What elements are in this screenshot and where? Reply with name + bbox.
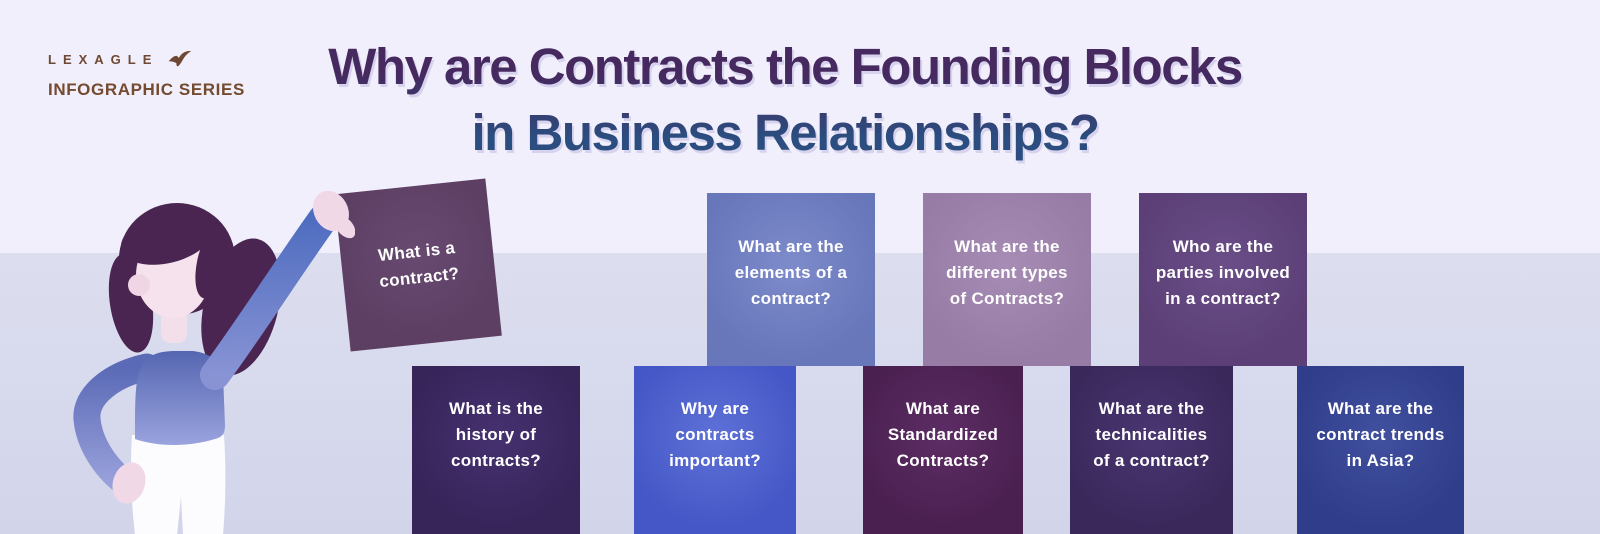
bent-arm [73, 353, 161, 495]
card-different-types: What are the different types of Contract… [923, 193, 1091, 366]
card-parties-involved: Who are the parties involved in a contra… [1139, 193, 1307, 366]
pants [131, 435, 226, 534]
raised-arm [200, 204, 338, 390]
card-asia-trends: What are the contract trends in Asia? [1297, 366, 1464, 534]
series-label: INFOGRAPHIC SERIES [48, 80, 245, 100]
title-line-1: Why are Contracts the Founding Blocks [328, 38, 1242, 95]
card-line: contract? [750, 288, 832, 308]
ear [128, 274, 150, 296]
card-line: What are the [1327, 399, 1434, 418]
card-line: What are the [1098, 399, 1205, 418]
card-what-is-a-contract: What is a contract? [334, 178, 502, 352]
card-line: of a contract? [1093, 451, 1210, 470]
eagle-icon [168, 50, 192, 68]
card-line: Who are the [1172, 236, 1274, 256]
card-history-of-contracts: What is the history of contracts? [412, 366, 580, 534]
card-line: contract trends [1316, 425, 1445, 444]
brand-block: LEXAGLE INFOGRAPHIC SERIES [48, 50, 245, 100]
card-line: Standardized [887, 425, 999, 444]
card-line: Contracts? [896, 451, 990, 470]
card-line: technicalities [1095, 425, 1208, 444]
woman-holding-card-illustration [55, 175, 356, 534]
card-line: of Contracts? [949, 288, 1065, 308]
card-line: elements of a [734, 262, 848, 282]
card-line: What are the [954, 236, 1060, 256]
card-line: different types [946, 262, 1068, 282]
card-line: What is the [449, 399, 543, 418]
card-line: in Asia? [1346, 451, 1415, 470]
card-line: in a contract? [1165, 288, 1281, 308]
card-standardized-contracts: What are Standardized Contracts? [863, 366, 1023, 534]
title-line-2: in Business Relationships? [471, 104, 1099, 161]
card-line: important? [669, 451, 761, 470]
raised-hand [313, 190, 356, 239]
card-line: What are the [738, 236, 844, 256]
page-title: Why are Contracts the Founding Blocks in… [0, 34, 1570, 166]
hair-fringe [120, 211, 227, 299]
logo-text: LEXAGLE [48, 52, 158, 67]
card-line: contracts [675, 425, 755, 444]
card-technicalities: What are the technicalities of a contrac… [1070, 366, 1233, 534]
card-elements-of-contract: What are the elements of a contract? [707, 193, 875, 366]
left-hand [112, 462, 146, 504]
card-line: What are [905, 399, 981, 418]
card-why-important: Why are contracts important? [634, 366, 796, 534]
card-line: parties involved [1155, 262, 1291, 282]
card-line: history of [455, 425, 537, 444]
card-line: contracts? [451, 451, 541, 470]
card-line: Why are [680, 399, 750, 418]
